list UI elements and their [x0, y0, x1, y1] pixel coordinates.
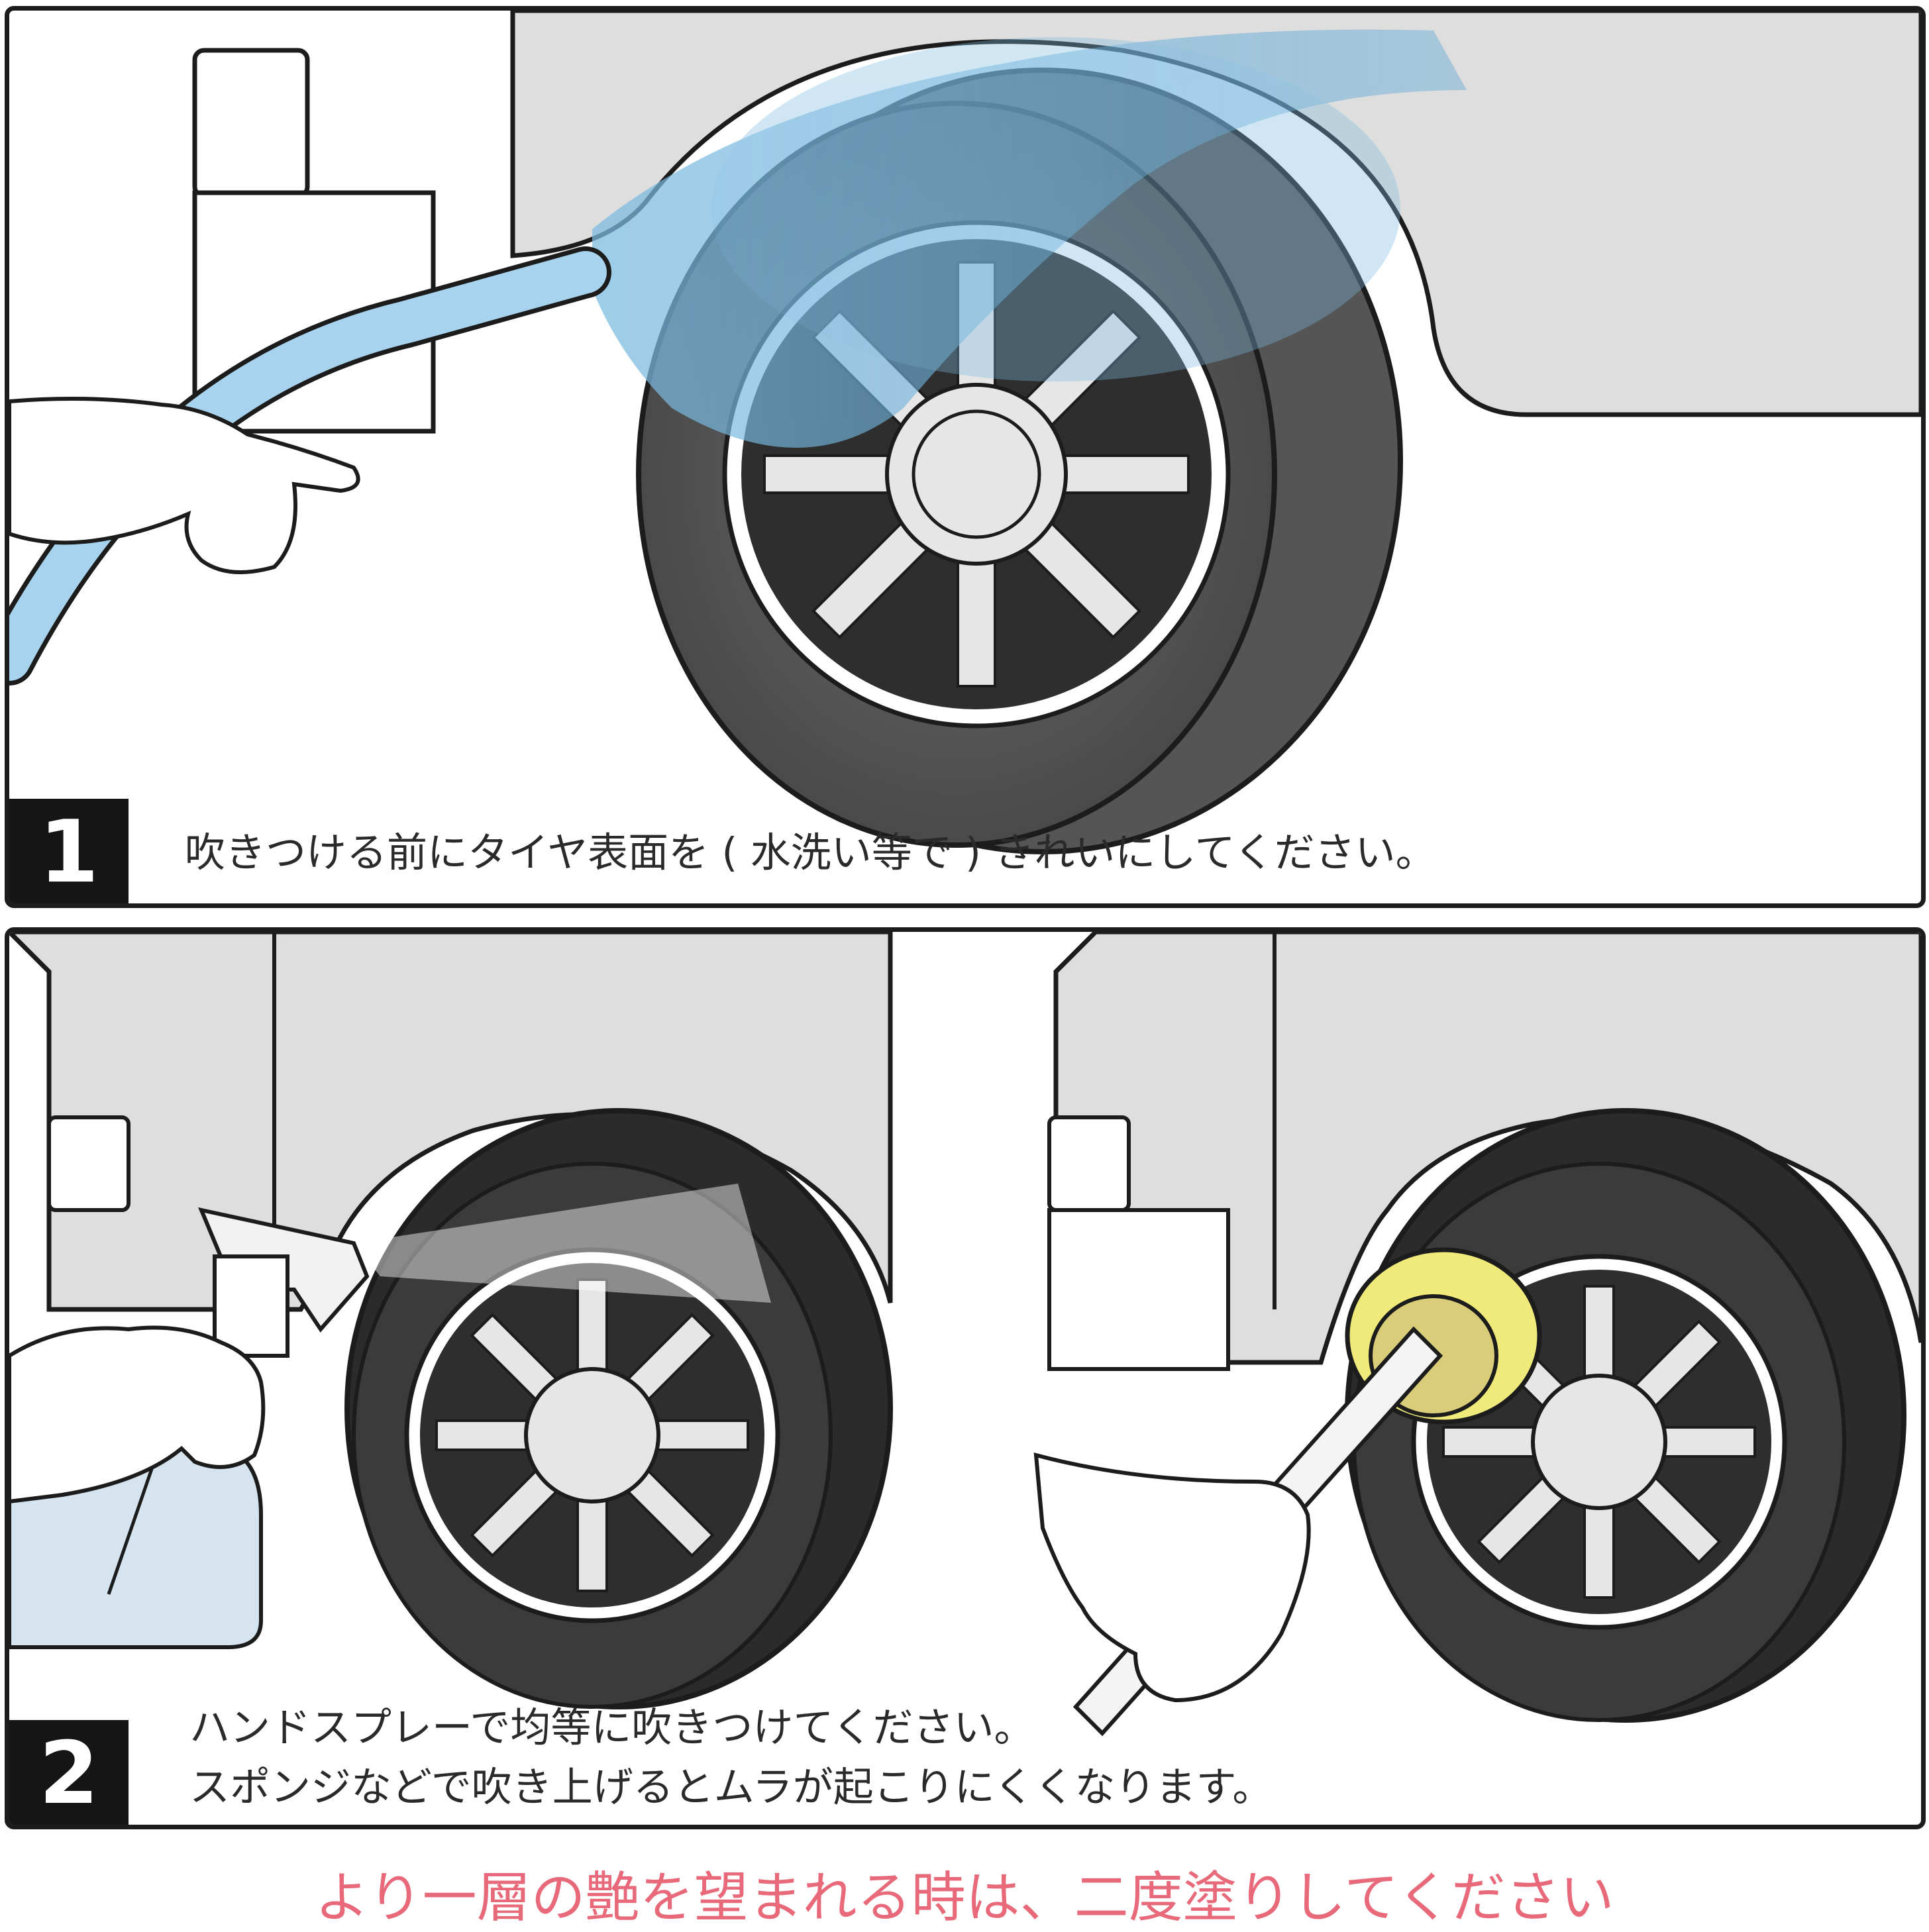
step2-caption-line2: スポンジなどで吹き上げるとムラが起こりにくくなります。 [189, 1764, 1273, 1811]
water-jet-icon [592, 29, 1467, 448]
step2-sponge-scene [1033, 932, 1921, 1737]
step1-caption: 吹きつける前にタイヤ表面を ( 水洗い等で ) きれいにしてください。 [185, 829, 1436, 876]
step1-number: 1 [38, 801, 99, 902]
step2-illustration [9, 932, 1921, 1737]
step2-panel: 2 ハンドスプレーで均等に吹きつけてください。 スポンジなどで吹き上げるとムラが… [5, 927, 1926, 1829]
footer-note: より一層の艶を望まれる時は、二度塗りしてください [315, 1866, 1614, 1929]
mist-icon [354, 1184, 771, 1303]
step2-caption-line1: ハンドスプレーで均等に吹きつけてください。 [189, 1704, 1035, 1751]
step1-panel: 1 吹きつける前にタイヤ表面を ( 水洗い等で ) きれいにしてください。 [5, 6, 1926, 908]
step2-number: 2 [38, 1723, 99, 1823]
hand-icon [9, 397, 360, 574]
hand-icon [9, 1325, 266, 1504]
step2-spray-scene [9, 932, 893, 1709]
hand-icon [1033, 1452, 1311, 1703]
step2-number-badge: 2 [9, 1720, 129, 1825]
tire-icon [344, 1108, 893, 1709]
step1-number-badge: 1 [9, 799, 129, 903]
step1-illustration [9, 11, 1921, 854]
